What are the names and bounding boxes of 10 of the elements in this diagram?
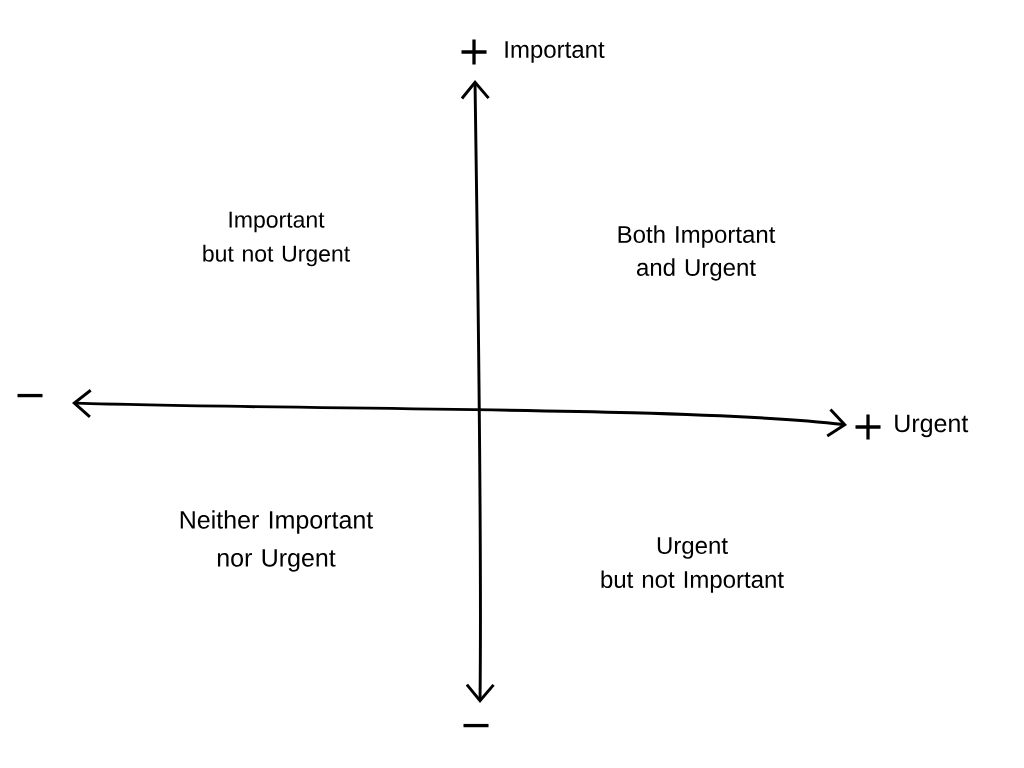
- plus-sign: +: [461, 39, 487, 65]
- quadrant-label: Urgent but not Important: [601, 537, 784, 593]
- quadrant-label: Important but not Urgent: [203, 211, 350, 267]
- plus-sign: +: [855, 414, 881, 440]
- quadrant-label: Both Important and Urgent: [618, 225, 776, 281]
- minus-sign: −: [463, 723, 489, 728]
- quadrant-label: Neither Important nor Urgent: [180, 510, 374, 572]
- axis-label: Important: [505, 41, 605, 63]
- axis-label: Urgent: [895, 414, 969, 438]
- minus-sign: −: [17, 393, 43, 398]
